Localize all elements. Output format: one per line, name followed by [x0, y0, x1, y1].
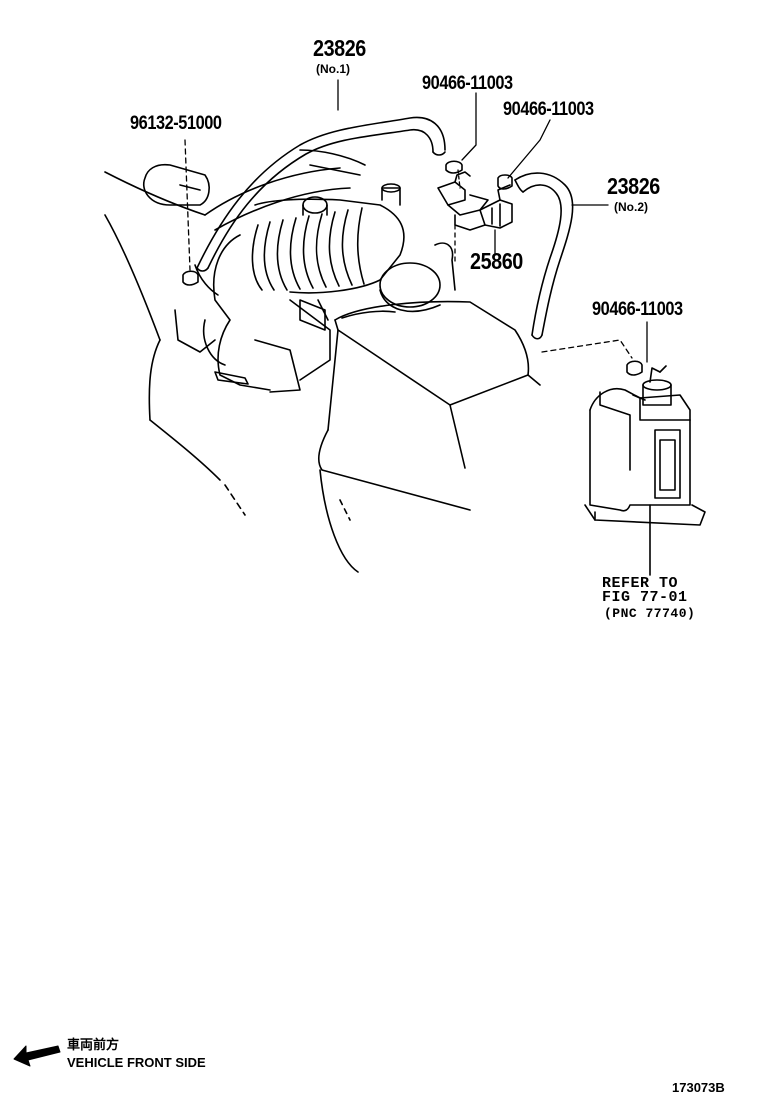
clip-a-part-number: 90466-11003 [422, 73, 513, 94]
reference-line-3: (PNC 77740) [604, 606, 696, 621]
air-cleaner-box [317, 300, 541, 511]
reference-line-2: FIG 77-01 [602, 589, 688, 606]
clip-b-part-number: 90466-11003 [503, 99, 594, 120]
air-intake-assembly [174, 183, 456, 393]
arrow-left-icon [13, 1045, 61, 1067]
hose-no2-part-number: 23826 [607, 173, 660, 199]
charcoal-canister [584, 365, 706, 576]
hose-no2 [514, 172, 574, 340]
legend-en-label: VEHICLE FRONT SIDE [67, 1055, 206, 1070]
legend-cjk-label: 車両前方 [67, 1037, 120, 1052]
clip-c-part-number: 90466-11003 [592, 299, 683, 320]
hose-no2-sub-label: (No.2) [614, 200, 648, 214]
clip-icons [182, 160, 643, 376]
leader-lines [184, 79, 648, 363]
diagram-code: 173073B [672, 1080, 725, 1095]
hose-no1-sub-label: (No.1) [316, 62, 350, 76]
hose-no1-part-number: 23826 [313, 35, 366, 61]
clamp-part-number: 96132-51000 [130, 113, 222, 134]
vsv-valve [437, 171, 513, 231]
hose-no1 [196, 116, 446, 272]
engine-outline [104, 149, 366, 573]
valve-part-number: 25860 [470, 248, 523, 274]
reference-line-1: REFER TO [602, 575, 679, 592]
